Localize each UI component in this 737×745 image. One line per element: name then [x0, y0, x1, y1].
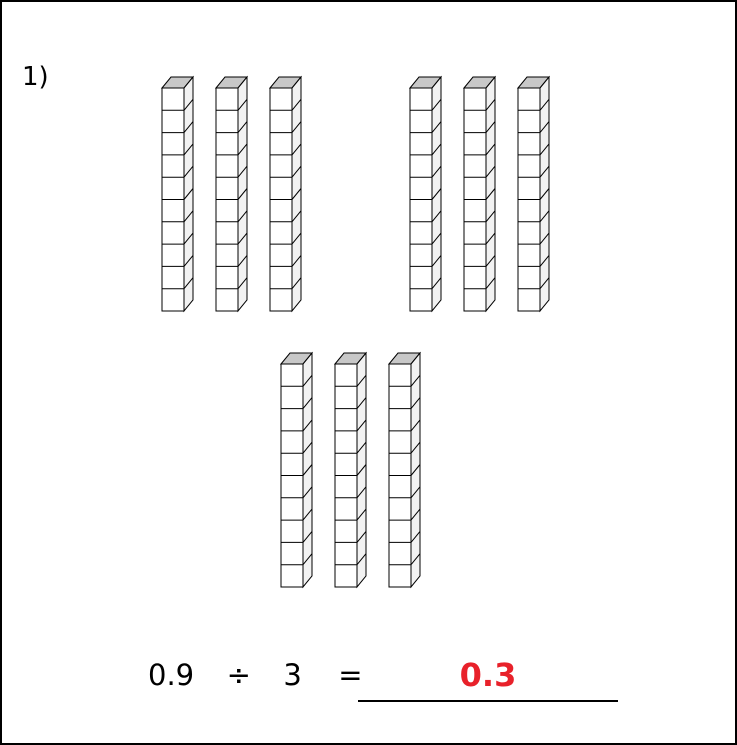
cube-side-divider	[356, 531, 367, 543]
cube-side-divider	[485, 188, 496, 200]
cube-side-divider	[485, 121, 496, 133]
cube-side-divider	[356, 553, 367, 566]
cube-side-divider	[410, 531, 421, 543]
cube-side-divider	[302, 374, 313, 387]
cube-side-divider	[356, 441, 367, 454]
cube-side-divider	[485, 143, 496, 156]
cube-side-divider	[302, 464, 313, 476]
cube-side-divider	[431, 98, 442, 111]
cube-side-divider	[431, 165, 442, 178]
cube-side-divider	[291, 232, 302, 245]
cube-side-divider	[291, 188, 302, 200]
cube-side-divider	[183, 188, 194, 200]
cube-side-divider	[485, 232, 496, 245]
cube-side-divider	[410, 397, 421, 409]
cube-side-divider	[485, 165, 496, 178]
cube-side-divider	[356, 486, 367, 499]
cube-side-divider	[183, 255, 194, 267]
cube-side-divider	[410, 374, 421, 387]
cube-side-divider	[356, 508, 367, 521]
cube-side-divider	[237, 121, 248, 133]
cube-side-divider	[539, 165, 550, 178]
cube-side-divider	[539, 210, 550, 223]
cube-side-divider	[302, 397, 313, 409]
cube-side-divider	[410, 486, 421, 499]
division-equation: 0.9 ÷ 3 =	[148, 658, 363, 692]
cube-side-divider	[183, 277, 194, 290]
cube-side-divider	[410, 553, 421, 566]
answer-value: 0.3	[459, 656, 517, 694]
cube-side-divider	[410, 419, 421, 432]
cube-side-divider	[302, 531, 313, 543]
cube-side-divider	[539, 188, 550, 200]
cube-side-divider	[291, 165, 302, 178]
cube-side-divider	[539, 121, 550, 133]
cube-side-divider	[356, 464, 367, 476]
cube-side-divider	[302, 508, 313, 521]
cube-side-divider	[237, 255, 248, 267]
cube-side-divider	[237, 232, 248, 245]
cube-side-divider	[183, 232, 194, 245]
cube-side-divider	[183, 165, 194, 178]
cube-side-divider	[183, 98, 194, 111]
cube-side-divider	[356, 374, 367, 387]
cube-side-divider	[291, 210, 302, 223]
cube-side-divider	[431, 188, 442, 200]
cube-side-divider	[291, 277, 302, 290]
cube-side-divider	[410, 441, 421, 454]
cube-side-divider	[302, 419, 313, 432]
divide-sign: ÷	[226, 658, 251, 692]
cube-side-divider	[237, 165, 248, 178]
cube-side-divider	[539, 143, 550, 156]
answer-line	[358, 700, 618, 702]
cube-side-divider	[539, 277, 550, 290]
cube-side-divider	[237, 143, 248, 156]
frame-bottom-border	[0, 743, 737, 745]
cube-side-divider	[431, 255, 442, 267]
cube-side-divider	[539, 255, 550, 267]
divisor: 3	[283, 658, 302, 692]
cube-side-divider	[302, 553, 313, 566]
equals-sign: =	[338, 658, 363, 692]
cube-side-divider	[431, 232, 442, 245]
cube-side-divider	[485, 255, 496, 267]
cube-side-divider	[183, 210, 194, 223]
cube-side-divider	[431, 210, 442, 223]
cube-side-divider	[431, 121, 442, 133]
cube-side-divider	[431, 143, 442, 156]
cube-side-divider	[485, 277, 496, 290]
cube-side-divider	[539, 98, 550, 111]
cube-side-divider	[291, 121, 302, 133]
problem-number: 1)	[22, 62, 49, 92]
cube-side-divider	[183, 121, 194, 133]
cube-side-divider	[237, 210, 248, 223]
cube-side-divider	[356, 419, 367, 432]
cube-side-divider	[485, 210, 496, 223]
cube-side-divider	[431, 277, 442, 290]
cube-side-divider	[237, 98, 248, 111]
cube-side-divider	[485, 98, 496, 111]
cube-side-divider	[183, 143, 194, 156]
cube-side-divider	[291, 255, 302, 267]
cube-side-divider	[410, 508, 421, 521]
cube-side-divider	[410, 464, 421, 476]
dividend: 0.9	[148, 658, 195, 692]
cube-side-divider	[291, 98, 302, 111]
cube-side-divider	[237, 277, 248, 290]
cube-side-divider	[237, 188, 248, 200]
cube-side-divider	[291, 143, 302, 156]
cube-side-divider	[302, 486, 313, 499]
cube-side-divider	[356, 397, 367, 409]
cube-side-divider	[302, 441, 313, 454]
cube-side-divider	[539, 232, 550, 245]
frame-right-border	[735, 0, 737, 745]
